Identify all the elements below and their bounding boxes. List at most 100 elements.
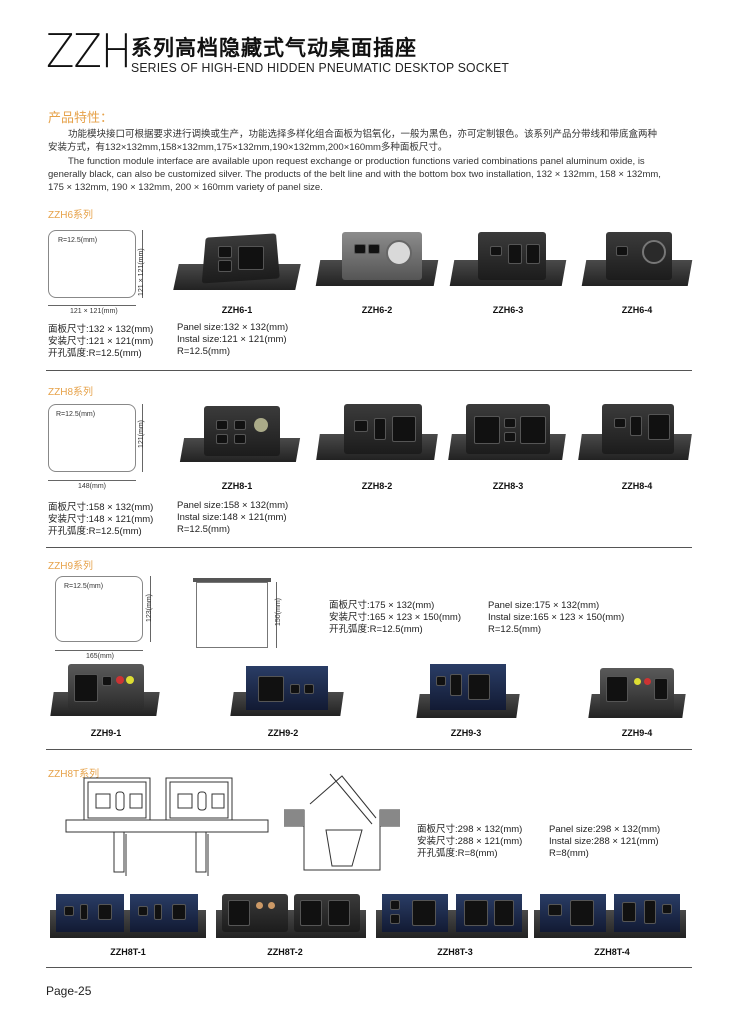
spec-radius: 开孔弧度:R=12.5(mm) xyxy=(48,526,142,537)
spec-panel-size: Panel size:298 × 132(mm) xyxy=(549,824,661,835)
spec-install-size: 安装尺寸:121 × 121(mm) xyxy=(48,336,154,347)
spec-panel-size: 面板尺寸:175 × 132(mm) xyxy=(329,600,435,611)
height-label: 121 × 121(mm) xyxy=(138,248,145,296)
section-drawing xyxy=(284,773,400,871)
dimension-diagram-zzh9 xyxy=(55,576,143,642)
spec-radius: 开孔弧度:R=12.5(mm) xyxy=(48,348,142,359)
spec-install-size: 安装尺寸:165 × 123 × 150(mm) xyxy=(329,612,461,623)
product-label-zzh9-1: ZZH9-1 xyxy=(90,728,122,738)
dimension-diagram-zzh6 xyxy=(48,230,136,298)
dimension-diagram-zzh8 xyxy=(48,404,136,472)
product-label-zzh9-3: ZZH9-3 xyxy=(450,728,482,738)
product-image-zzh8-4 xyxy=(578,398,692,476)
radius-label: R=12.5(mm) xyxy=(56,411,96,418)
spec-install-size: 安装尺寸:148 × 121(mm) xyxy=(48,514,154,525)
product-label-zzh8-3: ZZH8-3 xyxy=(492,481,524,491)
product-label-zzh8-2: ZZH8-2 xyxy=(361,481,393,491)
spec-radius: R=12.5(mm) xyxy=(488,624,542,635)
height-dimension-line xyxy=(142,230,143,298)
depth-dimension-line xyxy=(276,582,277,648)
product-image-zzh8t-4 xyxy=(534,892,686,940)
spec-radius: R=12.5(mm) xyxy=(177,524,231,535)
width-label: 165(mm) xyxy=(86,653,115,660)
page-number: Page-25 xyxy=(46,984,92,998)
radius-label: R=12.5(mm) xyxy=(64,583,104,590)
intro-en-line3: 175 × 132mm, 190 × 132mm, 200 × 160mm va… xyxy=(48,182,323,193)
spec-en-zzh9: Panel size:175 × 132(mm) Instal size:165… xyxy=(488,600,624,636)
product-label-zzh9-4: ZZH9-4 xyxy=(621,728,653,738)
spec-panel-size: 面板尺寸:158 × 132(mm) xyxy=(48,502,154,513)
section-divider xyxy=(46,370,692,371)
spec-cn-zzh8t: 面板尺寸:298 × 132(mm) 安装尺寸:288 × 121(mm) 开孔… xyxy=(417,824,522,860)
section-divider xyxy=(46,749,692,750)
product-label-zzh6-1: ZZH6-1 xyxy=(221,305,253,315)
product-label-zzh8-4: ZZH8-4 xyxy=(621,481,653,491)
radius-label: R=12.5(mm) xyxy=(58,237,98,244)
product-label-zzh6-2: ZZH6-2 xyxy=(361,305,393,315)
product-image-zzh9-4 xyxy=(588,666,686,720)
series-label-zzh8: ZZH8系列 xyxy=(48,387,93,398)
product-image-zzh9-2 xyxy=(230,664,344,718)
spec-install-size: Instal size:288 × 121(mm) xyxy=(549,836,659,847)
box-lid xyxy=(193,578,271,582)
height-dimension-line xyxy=(142,404,143,472)
spec-panel-size: 面板尺寸:132 × 132(mm) xyxy=(48,324,154,335)
spec-cn-zzh8: 面板尺寸:158 × 132(mm) 安装尺寸:148 × 121(mm) 开孔… xyxy=(48,502,153,538)
product-image-zzh8t-3 xyxy=(376,892,528,940)
product-label-zzh6-3: ZZH6-3 xyxy=(492,305,524,315)
product-image-zzh9-1 xyxy=(50,662,160,718)
spec-install-size: Instal size:165 × 123 × 150(mm) xyxy=(488,612,625,623)
product-label-zzh9-2: ZZH9-2 xyxy=(267,728,299,738)
product-label-zzh8t-2: ZZH8T-2 xyxy=(267,947,303,957)
section-divider xyxy=(46,547,692,548)
width-dimension-line xyxy=(55,650,143,651)
spec-cn-zzh6: 面板尺寸:132 × 132(mm) 安装尺寸:121 × 121(mm) 开孔… xyxy=(48,324,153,360)
product-label-zzh8t-3: ZZH8T-3 xyxy=(437,947,473,957)
page-title-en: SERIES OF HIGH-END HIDDEN PNEUMATIC DESK… xyxy=(131,60,510,75)
product-label-zzh8-1: ZZH8-1 xyxy=(221,481,253,491)
intro-en-line2: generally black, can also be customized … xyxy=(48,169,661,180)
product-image-zzh8-1 xyxy=(179,398,301,476)
spec-panel-size: Panel size:132 × 132(mm) xyxy=(177,322,289,333)
page-title-cn: 系列高档隐藏式气动桌面插座 xyxy=(131,37,417,60)
intro-cn-line2: 安装方式，有132×132mm,158×132mm,175×132mm,190×… xyxy=(48,142,448,153)
spec-install-size: 安装尺寸:288 × 121(mm) xyxy=(417,836,523,847)
product-label-zzh8t-1: ZZH8T-1 xyxy=(110,947,146,957)
product-image-zzh6-3 xyxy=(449,222,567,300)
product-image-zzh6-2 xyxy=(315,222,439,300)
series-label-zzh9: ZZH9系列 xyxy=(48,561,93,572)
width-dimension-line xyxy=(48,305,136,306)
product-image-zzh6-1 xyxy=(173,222,301,300)
series-code: ZZH xyxy=(46,24,132,78)
spec-panel-size: Panel size:158 × 132(mm) xyxy=(177,500,289,511)
product-image-zzh6-4 xyxy=(581,222,693,300)
spec-install-size: Instal size:148 × 121(mm) xyxy=(177,512,287,523)
product-image-zzh8-3 xyxy=(448,398,566,476)
product-image-zzh8t-1 xyxy=(50,892,206,940)
spec-cn-zzh9: 面板尺寸:175 × 132(mm) 安装尺寸:165 × 123 × 150(… xyxy=(329,600,461,636)
product-image-zzh8-2 xyxy=(316,398,438,476)
bottom-box-diagram xyxy=(196,582,268,648)
intro-cn-line1: 功能模块接口可根据要求进行调换或生产，功能选择多样化组合面板为铝氧化，一般为黑色… xyxy=(68,129,658,140)
product-image-zzh9-3 xyxy=(416,662,520,720)
height-label: 121(mm) xyxy=(138,419,145,448)
spec-radius: 开孔弧度:R=8(mm) xyxy=(417,848,498,859)
width-label: 121 × 121(mm) xyxy=(70,308,118,315)
width-label: 148(mm) xyxy=(78,483,107,490)
height-dimension-line xyxy=(150,576,151,642)
installation-drawing xyxy=(65,777,269,876)
product-label-zzh6-4: ZZH6-4 xyxy=(621,305,653,315)
spec-radius: 开孔弧度:R=12.5(mm) xyxy=(329,624,423,635)
section-divider xyxy=(46,967,692,968)
spec-en-zzh8t: Panel size:298 × 132(mm) Instal size:288… xyxy=(549,824,660,860)
depth-label: 150(mm) xyxy=(275,597,282,626)
spec-radius: R=8(mm) xyxy=(549,848,589,859)
series-label-zzh8t: ZZH8T系列 xyxy=(48,769,100,780)
spec-en-zzh8: Panel size:158 × 132(mm) Instal size:148… xyxy=(177,500,288,536)
spec-panel-size: 面板尺寸:298 × 132(mm) xyxy=(417,824,523,835)
width-dimension-line xyxy=(48,480,136,481)
spec-en-zzh6: Panel size:132 × 132(mm) Instal size:121… xyxy=(177,322,288,358)
spec-panel-size: Panel size:175 × 132(mm) xyxy=(488,600,600,611)
intro-en-line1: The function module interface are availa… xyxy=(68,156,645,167)
height-label: 123(mm) xyxy=(146,593,153,622)
